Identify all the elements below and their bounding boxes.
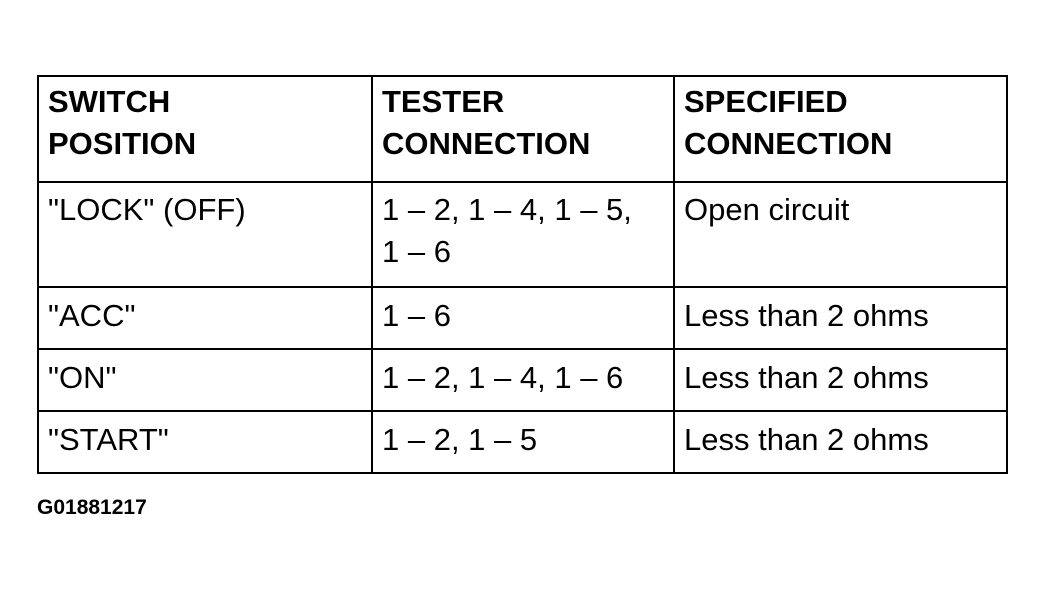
cell-switch-position: "START" — [37, 410, 373, 474]
figure-id-label: G01881217 — [37, 496, 147, 519]
table-row: "LOCK" (OFF) 1 – 2, 1 – 4, 1 – 5, 1 – 6 … — [37, 181, 1008, 288]
cell-switch-position: "LOCK" (OFF) — [37, 181, 373, 288]
cell-tester-connection: 1 – 2, 1 – 4, 1 – 5, 1 – 6 — [371, 181, 675, 288]
table-row: "ACC" 1 – 6 Less than 2 ohms — [37, 286, 1008, 350]
cell-specified-connection: Less than 2 ohms — [673, 286, 1008, 350]
cell-tester-connection: 1 – 2, 1 – 4, 1 – 6 — [371, 348, 675, 412]
table-header-row: SWITCH POSITION TESTER CONNECTION SPECIF… — [37, 75, 1008, 183]
cell-specified-connection: Less than 2 ohms — [673, 348, 1008, 412]
table-row: "ON" 1 – 2, 1 – 4, 1 – 6 Less than 2 ohm… — [37, 348, 1008, 412]
switch-continuity-table: SWITCH POSITION TESTER CONNECTION SPECIF… — [37, 75, 1008, 474]
cell-specified-connection: Open circuit — [673, 181, 1008, 288]
cell-switch-position: "ON" — [37, 348, 373, 412]
cell-switch-position: "ACC" — [37, 286, 373, 350]
cell-tester-connection: 1 – 6 — [371, 286, 675, 350]
cell-specified-connection: Less than 2 ohms — [673, 410, 1008, 474]
cell-tester-connection: 1 – 2, 1 – 5 — [371, 410, 675, 474]
header-specified-connection: SPECIFIED CONNECTION — [673, 75, 1008, 183]
header-tester-connection: TESTER CONNECTION — [371, 75, 675, 183]
header-switch-position: SWITCH POSITION — [37, 75, 373, 183]
table-row: "START" 1 – 2, 1 – 5 Less than 2 ohms — [37, 410, 1008, 474]
